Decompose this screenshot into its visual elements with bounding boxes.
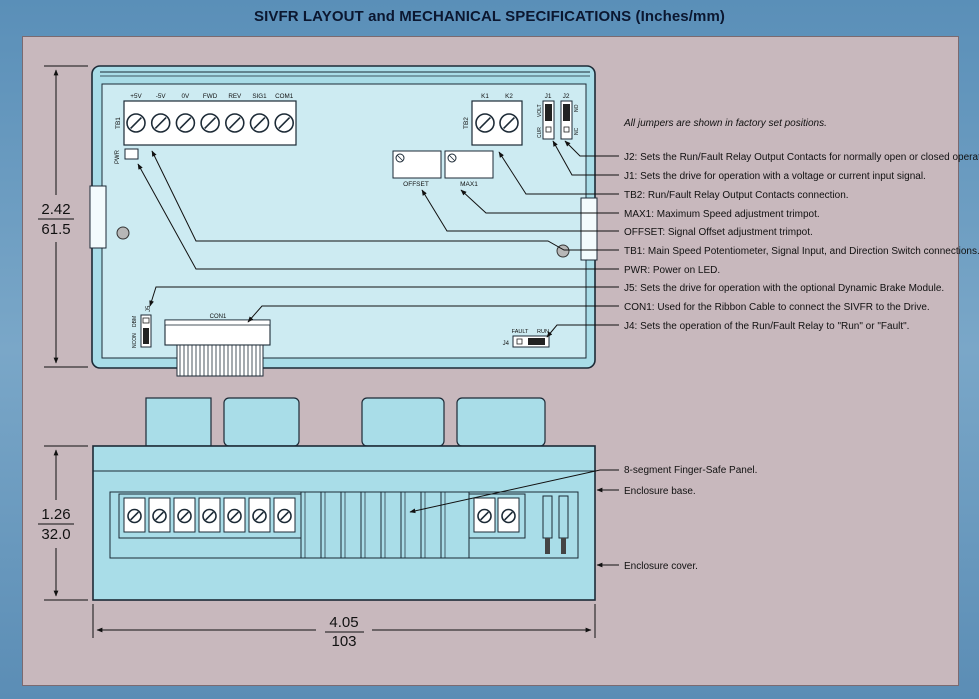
side-pin-left (542, 495, 553, 539)
side-tab-1 (145, 397, 212, 447)
side-screw (277, 508, 292, 524)
side-leaders (409, 469, 619, 568)
dim-width-mm: 103 (331, 633, 356, 650)
callout-text: J4: Sets the operation of the Run/Fault … (624, 321, 909, 332)
tb1-screw (175, 113, 196, 133)
tb1-terminal-label: COM1 (275, 93, 294, 100)
j4-label: J4 (503, 341, 510, 347)
panel-segment (360, 491, 382, 559)
tb1-terminal-label: SIG1 (252, 93, 267, 100)
side-view (92, 397, 596, 601)
side-screw (227, 508, 242, 524)
tb1-screw (249, 113, 270, 133)
jumper-note: All jumpers are shown in factory set pos… (623, 118, 827, 129)
pwr-label: PWR (115, 149, 121, 164)
side-screw (477, 508, 492, 524)
dim-top-height-in: 2.42 (41, 201, 70, 218)
dim-top-height-mm: 61.5 (41, 221, 70, 238)
callout-text: MAX1: Maximum Speed adjustment trimpot. (624, 209, 820, 220)
tb2-screws (475, 113, 519, 133)
page-title: SIVFR LAYOUT and MECHANICAL SPECIFICATIO… (253, 8, 725, 25)
side-screw (152, 508, 167, 524)
tb2-screw (499, 113, 519, 133)
side-tab-2 (223, 397, 300, 447)
j1-top-label: VOLT (537, 104, 543, 117)
tb1-screw (126, 113, 146, 133)
max1-label: MAX1 (460, 181, 478, 188)
callout-text: J2: Sets the Run/Fault Relay Output Cont… (624, 152, 979, 163)
mount-hole-left (116, 226, 130, 240)
callout-list: J2: Sets the Run/Fault Relay Output Cont… (624, 152, 979, 332)
dim-side-height-in: 1.26 (41, 506, 70, 523)
tb2-screw (475, 113, 495, 133)
callout-text: J1: Sets the drive for operation with a … (624, 171, 926, 182)
side-pin-right (558, 495, 569, 539)
left-clip (89, 185, 107, 249)
side-screw (252, 508, 267, 524)
tb1-label: TB1 (115, 117, 122, 129)
j5-bottom-label: NCON (132, 333, 138, 348)
j1-bottom-label: CUR (537, 127, 543, 138)
j2-bottom-label: NC (574, 127, 580, 135)
callout-text: OFFSET: Signal Offset adjustment trimpot… (624, 227, 813, 238)
side-callout-cover: Enclosure cover. (624, 561, 698, 572)
callout-text: CON1: Used for the Ribbon Cable to conne… (624, 302, 930, 313)
j2-top-label: NO (574, 104, 580, 112)
tb1-terminal-label: REV (228, 93, 242, 100)
panel-segment (400, 491, 422, 559)
tb1-screw (200, 113, 220, 133)
side-screw (127, 508, 142, 524)
right-clip (580, 197, 598, 261)
callout-text: PWR: Power on LED. (624, 265, 720, 276)
side-tab-3 (361, 397, 445, 447)
panel-segment (440, 491, 470, 559)
callout-leaders (137, 140, 619, 338)
dim-side-height-mm: 32.0 (41, 526, 70, 543)
j5-label: J5 (146, 305, 152, 312)
panel-segment (380, 491, 402, 559)
callout-text: TB2: Run/Fault Relay Output Contacts con… (624, 190, 849, 201)
side-screw (501, 508, 516, 524)
tb2-terminal-label: K2 (505, 93, 513, 100)
dimension-lines (44, 65, 596, 638)
tb1-terminal-label: 0V (182, 93, 191, 100)
side-screw (177, 508, 192, 524)
con1-label: CON1 (210, 314, 227, 320)
panel-segment (340, 491, 362, 559)
ribbon-cable (176, 344, 264, 377)
panel-segment (320, 491, 342, 559)
side-tab-4 (456, 397, 546, 447)
panel-segments (300, 491, 470, 559)
tb1-terminal-label: +5V (130, 93, 142, 100)
j4-fault-label: FAULT (512, 329, 529, 335)
tb2-labels: K1 K2 (481, 93, 513, 100)
j5-top-label: DBM (132, 316, 138, 327)
tb1-terminal-label: FWD (203, 93, 218, 100)
j1-label: J1 (545, 93, 552, 100)
tb1-screw (225, 113, 245, 133)
tb1-screw (274, 113, 295, 133)
callout-text: J5: Sets the drive for operation with th… (624, 283, 944, 294)
j4-run-label: RUN (537, 329, 549, 335)
top-view: +5V -5V 0V FWD REV SIG1 COM1 TB1 PWR OFFSET MA… (89, 65, 598, 377)
tb1-screws (126, 113, 295, 133)
side-screw (202, 508, 217, 524)
offset-label: OFFSET (403, 181, 429, 188)
tb1-screw (150, 113, 171, 133)
pwr-led (124, 148, 139, 160)
side-callout-panel: 8-segment Finger-Safe Panel. (624, 465, 757, 476)
tb2-terminal-label: K1 (481, 93, 489, 100)
panel-segment (420, 491, 442, 559)
tb1-terminal-label: -5V (156, 93, 167, 100)
j2-label: J2 (563, 93, 570, 100)
tb2-label: TB2 (463, 117, 470, 129)
dim-width-in: 4.05 (329, 614, 358, 631)
tb1-labels: +5V -5V 0V FWD REV SIG1 COM1 (130, 93, 293, 100)
callout-text: TB1: Main Speed Potentiometer, Signal In… (624, 246, 979, 257)
side-callout-base: Enclosure base. (624, 486, 696, 497)
panel-segment (300, 491, 322, 559)
